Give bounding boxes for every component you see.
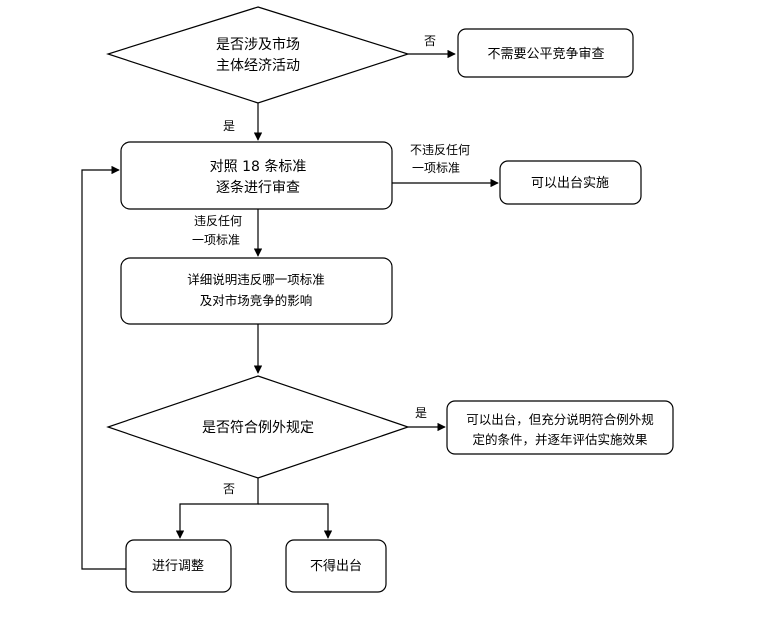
text-conditional-line1: 可以出台，但充分说明符合例外规 bbox=[466, 412, 654, 427]
box-not-implement bbox=[285, 539, 387, 593]
edge-adjust-to-review bbox=[81, 165, 126, 570]
decision-exception bbox=[106, 375, 410, 479]
text-can-implement: 可以出台实施 bbox=[531, 176, 609, 191]
box-adjust bbox=[125, 539, 232, 593]
label-violate-line1: 违反任何 bbox=[194, 214, 242, 228]
text-review-line1: 对照 18 条标准 bbox=[210, 158, 307, 175]
text-adjust: 进行调整 bbox=[152, 559, 204, 574]
label-no-1: 否 bbox=[424, 34, 436, 48]
box-no-review-needed bbox=[457, 28, 634, 78]
text-market-activity-line2: 主体经济活动 bbox=[216, 58, 300, 74]
label-no-2: 否 bbox=[223, 482, 235, 496]
decision-market-activity bbox=[106, 6, 410, 104]
label-yes-2: 是 bbox=[415, 406, 427, 420]
label-not-violate-line2: 一项标准 bbox=[412, 161, 460, 175]
text-market-activity-line1: 是否涉及市场 bbox=[216, 36, 300, 53]
edge-exception-to-not-implement bbox=[258, 503, 333, 539]
text-explain-line1: 详细说明违反哪一项标准 bbox=[187, 272, 325, 287]
box-explain-violation bbox=[120, 257, 393, 325]
text-explain-line2: 及对市场竞争的影响 bbox=[200, 293, 313, 308]
text-no-review-needed: 不需要公平竞争审查 bbox=[487, 46, 604, 62]
label-violate-line2: 一项标准 bbox=[192, 233, 240, 247]
text-conditional-line2: 定的条件，并逐年评估实施效果 bbox=[472, 432, 648, 447]
text-exception-decision: 是否符合例外规定 bbox=[202, 420, 314, 436]
label-yes-1: 是 bbox=[223, 119, 235, 133]
box-can-implement bbox=[499, 160, 642, 205]
text-not-implement: 不得出台 bbox=[310, 558, 362, 574]
text-review-line2: 逐条进行审查 bbox=[216, 179, 300, 196]
label-not-violate-line1: 不违反任何 bbox=[410, 143, 470, 157]
box-review-18-standards bbox=[120, 141, 393, 210]
box-conditional-implement bbox=[446, 400, 674, 455]
edge-exception-to-adjust bbox=[175, 478, 259, 539]
